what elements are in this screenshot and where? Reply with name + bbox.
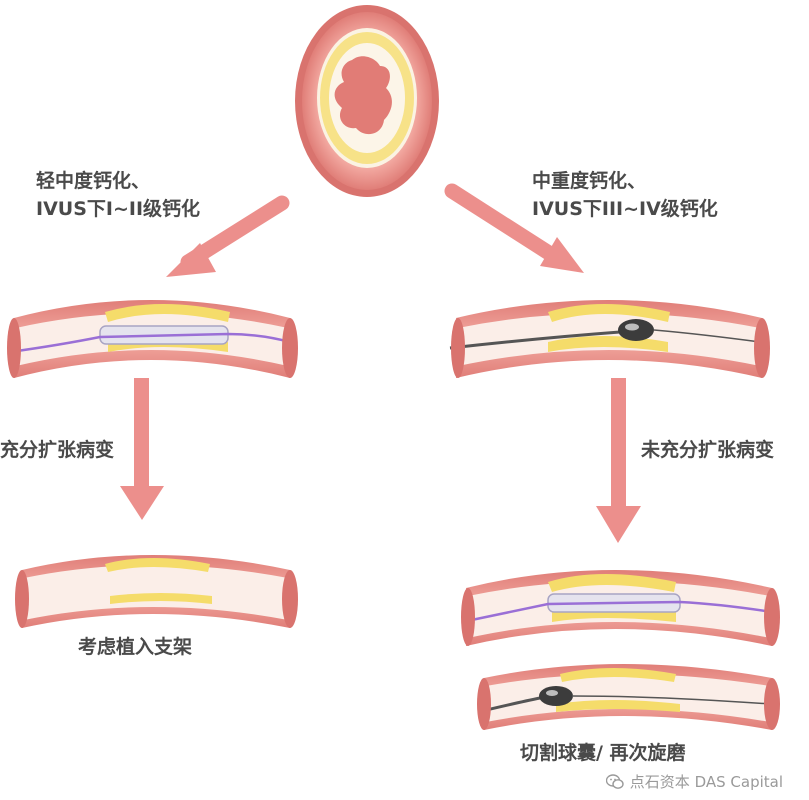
left-condition-line1: 轻中度钙化、 bbox=[36, 170, 151, 192]
vessel-left-expanded bbox=[15, 555, 298, 628]
burr bbox=[618, 319, 654, 341]
right-condition-line2: IVUS下III~IV级钙化 bbox=[532, 198, 718, 220]
watermark: 点石资本 DAS Capital bbox=[605, 771, 783, 792]
right-action: 切割球囊/ 再次旋磨 bbox=[520, 742, 686, 764]
arrow-right-down bbox=[596, 378, 641, 543]
wechat-icon bbox=[605, 773, 624, 789]
vessel-left-balloon bbox=[7, 300, 298, 378]
left-action: 考虑植入支架 bbox=[78, 636, 193, 658]
watermark-text: 点石资本 DAS Capital bbox=[629, 773, 783, 791]
arrow-to-left-branch bbox=[166, 195, 290, 277]
arrow-to-right-branch bbox=[444, 183, 584, 273]
left-outcome: 充分扩张病变 bbox=[0, 439, 115, 461]
right-outcome: 未充分扩张病变 bbox=[641, 439, 775, 461]
vessel-right-cutting-balloon bbox=[461, 570, 780, 646]
guide-wire bbox=[9, 332, 291, 354]
narrowed-lumen bbox=[334, 56, 392, 135]
left-condition-line2: IVUS下I~II级钙化 bbox=[36, 198, 201, 220]
vessel-right-reatherectomy bbox=[477, 664, 780, 730]
arrow-left-down bbox=[120, 378, 164, 520]
vessel-right-rotablator bbox=[449, 300, 770, 378]
right-condition-line1: 中重度钙化、 bbox=[532, 170, 647, 192]
artery-cross-section bbox=[295, 5, 439, 197]
